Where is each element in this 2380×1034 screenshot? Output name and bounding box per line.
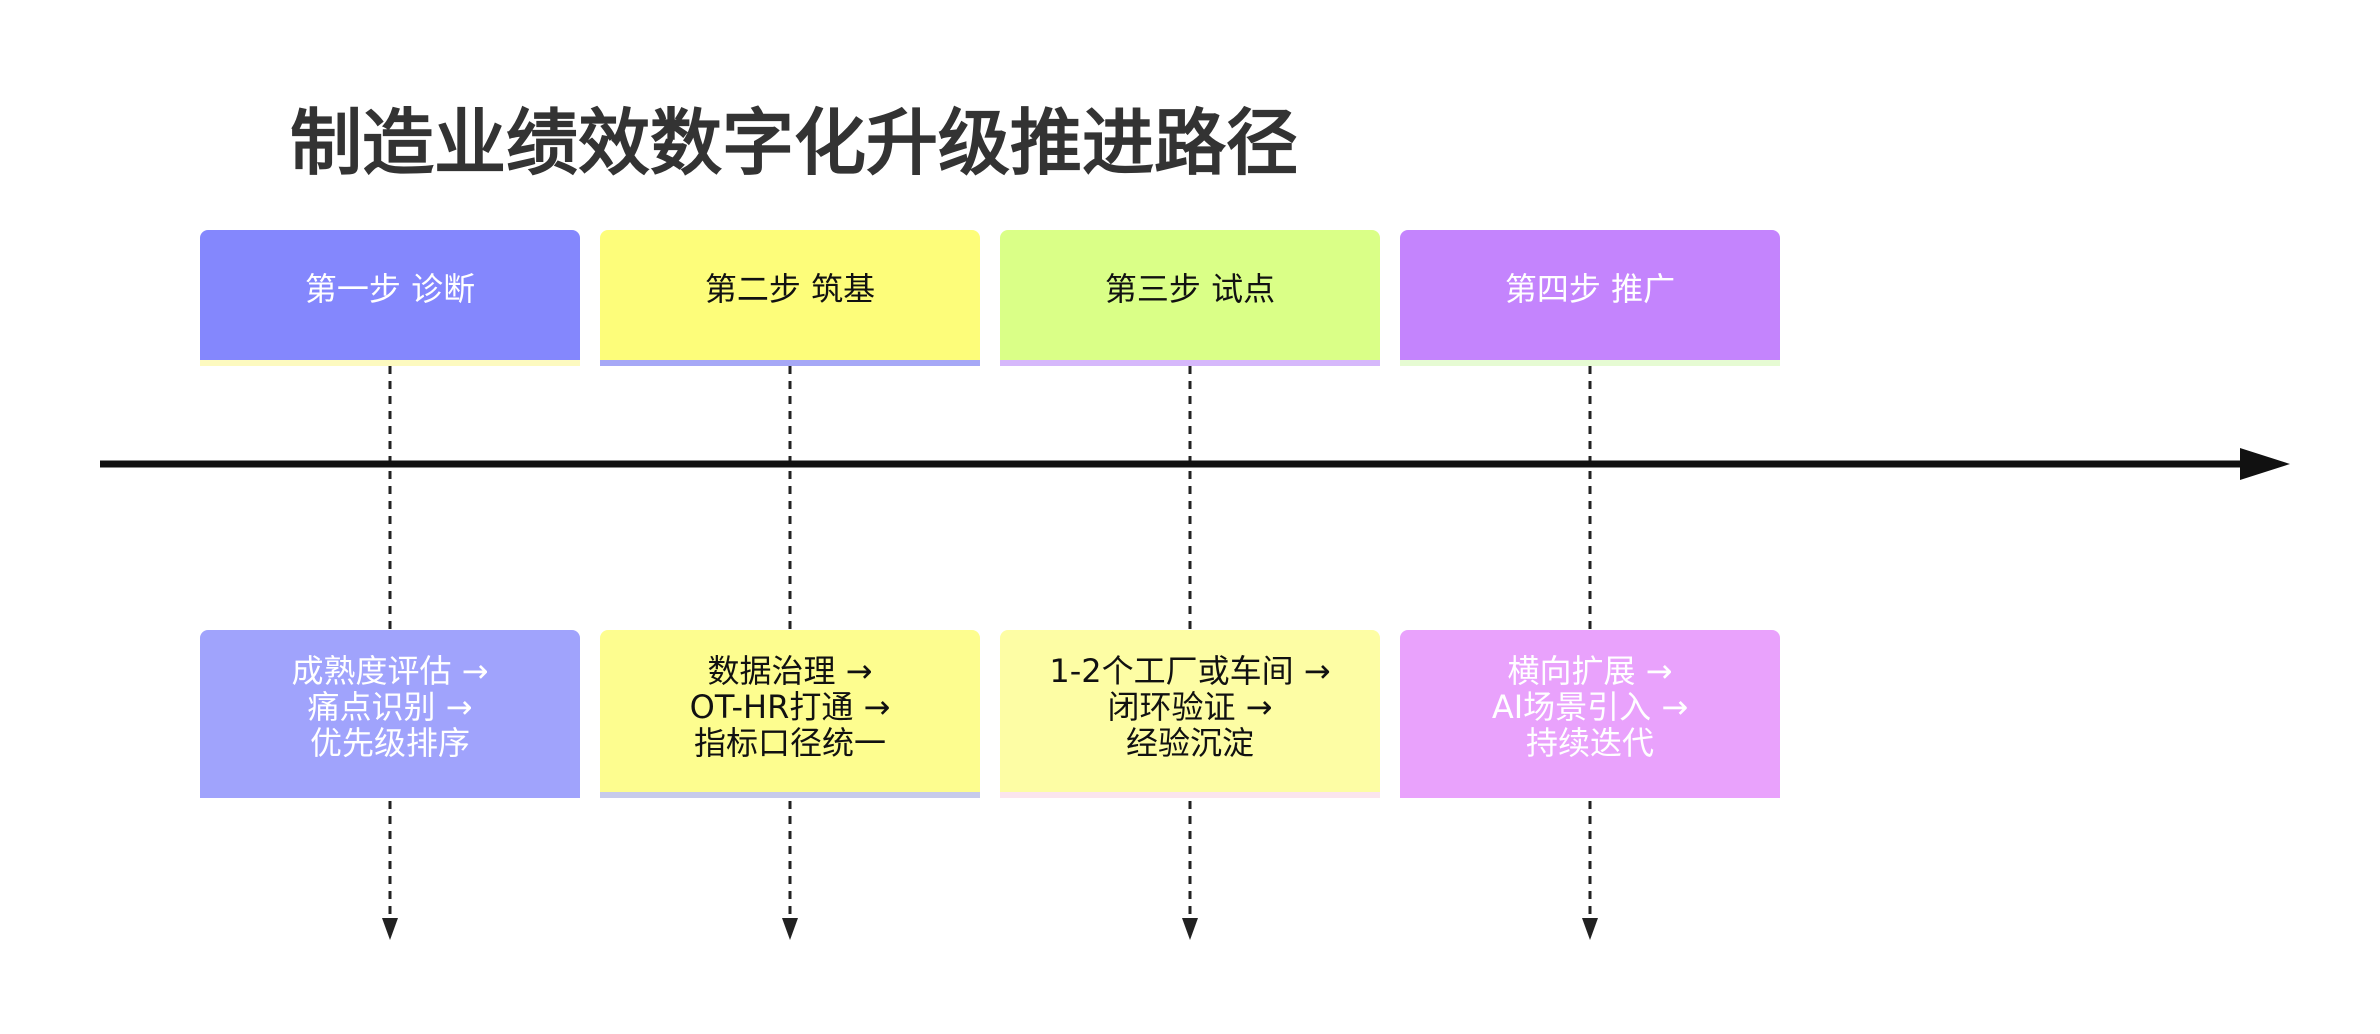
step-header-2: 第二步 筑基	[600, 230, 980, 366]
step-detail-line: 成熟度评估 →	[291, 652, 489, 690]
timeline-arrowhead	[2240, 448, 2290, 480]
step-detail-line: OT-HR打通 →	[689, 688, 891, 726]
step-connector-arrowhead	[782, 918, 798, 940]
step-header-4: 第四步 推广	[1400, 230, 1780, 366]
step-detail-line: 优先级排序	[309, 724, 470, 762]
step-header-1: 第一步 诊断	[200, 230, 580, 366]
step-connector-arrowhead	[382, 918, 398, 940]
step-detail-2: 数据治理 →OT-HR打通 →指标口径统一	[600, 630, 980, 798]
step-detail-line: 指标口径统一	[693, 724, 886, 762]
step-detail-line: AI场景引入 →	[1491, 688, 1689, 726]
step-detail-line: 经验沉淀	[1125, 724, 1254, 762]
step-connector-arrowhead	[1182, 918, 1198, 940]
step-detail-4: 横向扩展 →AI场景引入 →持续迭代	[1400, 630, 1780, 798]
diagram-title: 制造业绩效数字化升级推进路径	[290, 101, 1299, 185]
step-header-3: 第三步 试点	[1000, 230, 1380, 366]
step-detail-3: 1-2个工厂或车间 →闭环验证 →经验沉淀	[1000, 630, 1380, 798]
step-detail-line: 数据治理 →	[707, 652, 873, 690]
step-detail-line: 痛点识别 →	[307, 688, 473, 726]
step-connector-arrowhead	[1582, 918, 1598, 940]
step-detail-line: 持续迭代	[1525, 724, 1654, 762]
timeline-axis	[100, 448, 2290, 480]
step-detail-line: 横向扩展 →	[1507, 652, 1673, 690]
step-detail-line: 1-2个工厂或车间 →	[1049, 652, 1331, 690]
step-detail-1: 成熟度评估 →痛点识别 →优先级排序	[200, 630, 580, 798]
step-detail-line: 闭环验证 →	[1107, 688, 1273, 726]
